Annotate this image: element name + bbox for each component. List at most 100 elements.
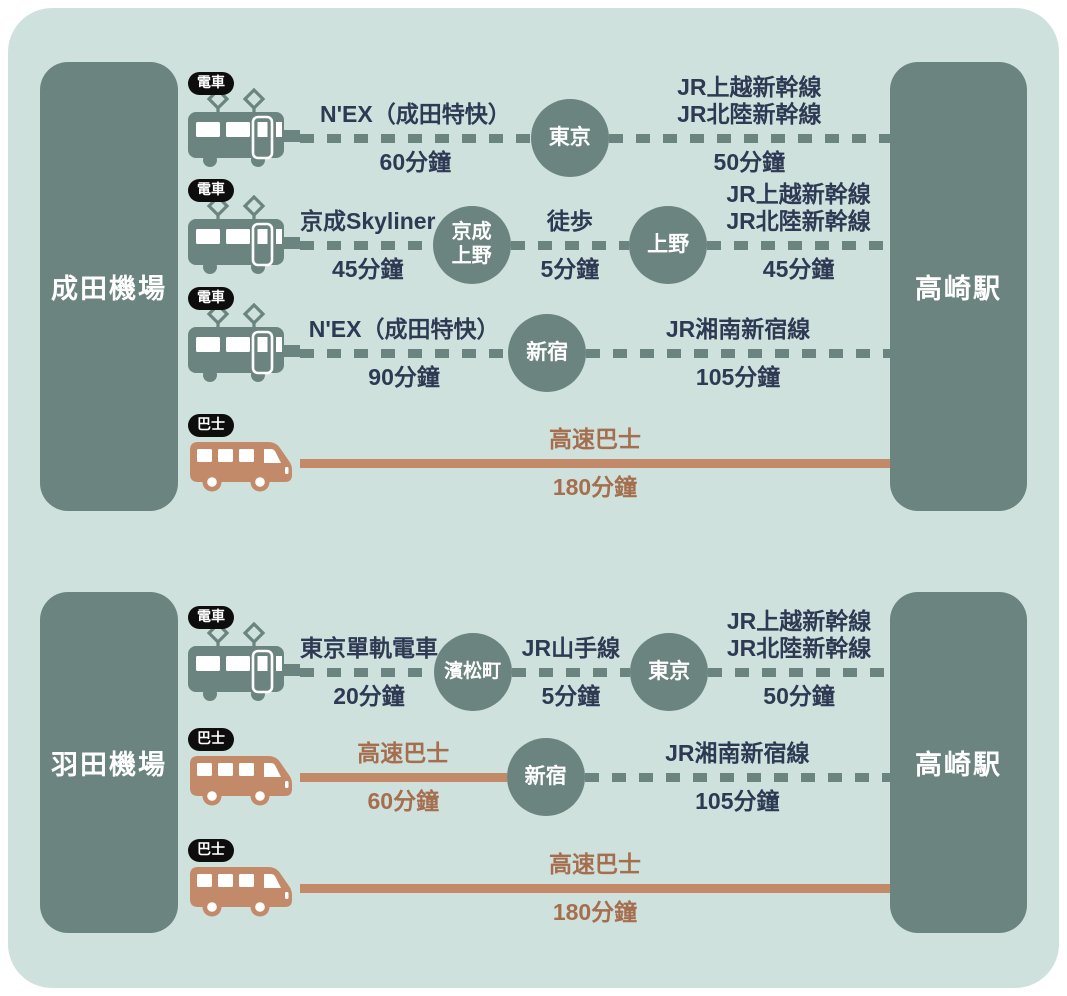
- dashed-route-line: [300, 667, 438, 677]
- route-duration: 60分鐘: [379, 148, 452, 175]
- route-line-name: 東京單軌電車: [300, 634, 438, 661]
- route-duration: 50分鐘: [713, 148, 786, 175]
- bus-icon: [190, 756, 292, 806]
- vehicle-type-badge: 電車: [188, 179, 234, 202]
- route-duration: 105分鐘: [695, 363, 781, 390]
- vehicle-train: 電車: [188, 179, 300, 303]
- route-segment-bus: 高速巴士 180分鐘: [300, 405, 890, 521]
- bus-icon: [190, 442, 292, 492]
- route-line-name: 高速巴士: [549, 425, 641, 452]
- train-icon: [188, 622, 300, 703]
- route-line-name: 徒歩: [546, 207, 593, 234]
- station-block-narita-airport: 成田機場: [40, 62, 178, 511]
- solid-route-line: [300, 772, 507, 782]
- route-segment: JR湘南新宿線 105分鐘: [584, 719, 890, 835]
- dashed-route-line: [586, 348, 890, 358]
- route-line-name: 高速巴士: [357, 739, 450, 766]
- route-segment: JR湘南新宿線 105分鐘: [586, 295, 890, 411]
- station-block-haneda-airport: 羽田機場: [40, 592, 178, 933]
- route-duration: 5分鐘: [541, 682, 601, 709]
- route-row-narita-highway-bus: 巴士 高速巴士 180分鐘: [188, 405, 890, 521]
- station-block-takasaki-top: 高崎駅: [890, 62, 1027, 511]
- vehicle-train: 電車: [188, 72, 300, 196]
- route-duration: 60分鐘: [367, 787, 440, 814]
- route-line-name: JR山手線: [521, 634, 621, 661]
- route-duration: 45分鐘: [331, 255, 404, 282]
- bus-icon: [190, 867, 292, 917]
- route-segment: JR山手線 5分鐘: [511, 614, 631, 730]
- route-line-name: JR湘南新宿線: [665, 739, 810, 766]
- route-segment-bus: 高速巴士 180分鐘: [300, 830, 890, 946]
- route-line-name: 京成Skyliner: [300, 207, 436, 234]
- route-line-name: 高速巴士: [549, 850, 641, 877]
- station-node-ueno: 上野: [629, 206, 708, 284]
- vehicle-type-badge: 電車: [188, 72, 234, 95]
- route-row-narita-skyliner-ueno: 電車 京成Skyliner 45分鐘 京成 上野 徒歩 5分鐘 上野 JR上越新…: [188, 179, 890, 303]
- train-icon: [188, 303, 300, 384]
- route-duration: 5分鐘: [540, 255, 600, 282]
- route-segment-bus: 高速巴士 60分鐘: [300, 719, 507, 835]
- route-segment: 東京單軌電車 20分鐘: [300, 614, 438, 730]
- vehicle-type-badge: 巴士: [188, 414, 234, 437]
- dashed-route-line: [300, 348, 509, 358]
- train-icon: [188, 88, 300, 169]
- station-node-tokyo: 東京: [530, 99, 609, 177]
- train-icon: [188, 195, 300, 276]
- dashed-route-line: [608, 133, 890, 143]
- route-segment: 京成Skyliner 45分鐘: [300, 187, 436, 303]
- station-label: 成田機場: [51, 274, 167, 304]
- dashed-route-line: [300, 133, 531, 143]
- vehicle-type-badge: 電車: [188, 287, 234, 310]
- station-node-shinjuku: 新宿: [508, 314, 587, 392]
- solid-route-line: [300, 883, 890, 893]
- vehicle-type-badge: 巴士: [188, 839, 234, 862]
- dashed-route-line: [510, 240, 630, 250]
- vehicle-type-badge: 巴士: [188, 728, 234, 751]
- station-label: 高崎駅: [915, 750, 1002, 780]
- station-block-takasaki-bottom: 高崎駅: [890, 592, 1027, 933]
- route-duration: 90分鐘: [368, 363, 440, 390]
- background-panel: [8, 8, 1059, 988]
- dashed-route-line: [708, 667, 890, 677]
- station-label: 羽田機場: [51, 750, 167, 780]
- route-duration: 20分鐘: [333, 682, 405, 709]
- vehicle-bus: 巴士: [188, 405, 300, 521]
- route-duration: 105分鐘: [695, 787, 780, 814]
- route-line-name: N'EX（成田特快）: [308, 315, 500, 342]
- solid-route-line: [300, 458, 890, 468]
- route-line-name: JR湘南新宿線: [665, 315, 811, 342]
- route-row-haneda-bus-shinjuku: 巴士 高速巴士 60分鐘 新宿 JR湘南新宿線 105分鐘: [188, 719, 890, 835]
- vehicle-bus: 巴士: [188, 830, 300, 946]
- route-row-narita-nex-shinjuku: 電車 N'EX（成田特快） 90分鐘 新宿 JR湘南新宿線 105分鐘: [188, 287, 890, 411]
- route-segment: N'EX（成田特快） 90分鐘: [300, 295, 509, 411]
- station-node-hamamatsucho: 濱松町: [433, 633, 512, 711]
- dashed-route-line: [707, 240, 890, 250]
- dashed-route-line: [584, 772, 890, 782]
- route-segment-walk: 徒歩 5分鐘: [510, 187, 630, 303]
- route-duration: 180分鐘: [552, 473, 638, 500]
- route-segment: N'EX（成田特快） 60分鐘: [300, 80, 531, 196]
- route-duration: 180分鐘: [552, 898, 638, 925]
- route-duration: 50分鐘: [763, 682, 835, 709]
- station-label: 高崎駅: [915, 274, 1002, 304]
- dashed-route-line: [511, 667, 631, 677]
- station-node-shinjuku: 新宿: [506, 738, 585, 816]
- vehicle-type-badge: 電車: [188, 606, 234, 629]
- dashed-route-line: [300, 240, 436, 250]
- vehicle-train: 電車: [188, 606, 300, 730]
- route-line-name: N'EX（成田特快）: [319, 100, 511, 127]
- vehicle-bus: 巴士: [188, 719, 300, 835]
- route-row-haneda-highway-bus: 巴士 高速巴士 180分鐘: [188, 830, 890, 946]
- station-node-tokyo: 東京: [630, 633, 709, 711]
- station-node-keisei-ueno: 京成 上野: [432, 206, 511, 284]
- vehicle-train: 電車: [188, 287, 300, 411]
- route-duration: 45分鐘: [762, 255, 835, 282]
